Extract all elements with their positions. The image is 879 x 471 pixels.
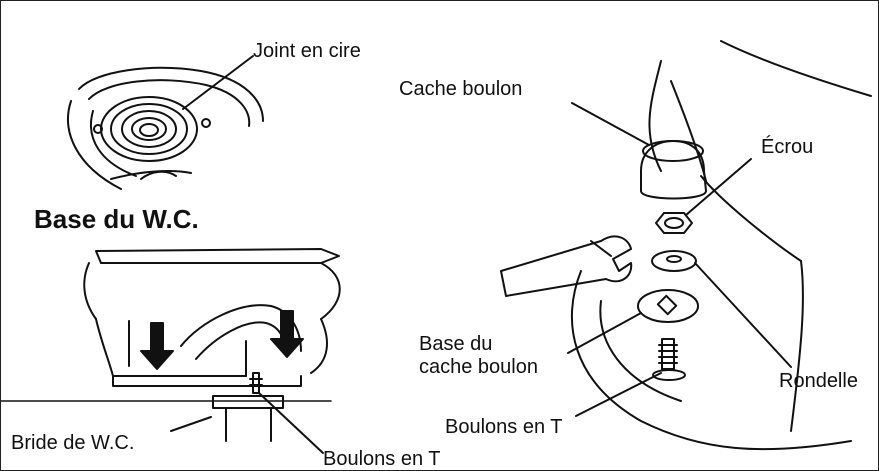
label-base-du-cache-boulon: Base du cache boulon	[419, 333, 538, 378]
label-boulons-en-t-bottom: Boulons en T	[323, 448, 441, 470]
leader-base-cache-boulon	[567, 312, 642, 354]
label-joint-en-cire: Joint en cire	[253, 40, 361, 62]
leader-joint-en-cire	[182, 55, 254, 110]
toilet-base-illustration	[67, 66, 264, 190]
label-rondelle: Rondelle	[779, 370, 858, 392]
bolt-cap-assembly-illustration	[500, 40, 872, 451]
leader-bride	[170, 416, 212, 432]
label-cache-boulon: Cache boulon	[399, 78, 523, 100]
leader-cache-boulon	[571, 102, 650, 146]
label-ecrou: Écrou	[761, 136, 814, 158]
toilet-section-illustration	[1, 248, 341, 442]
label-bride-de-wc: Bride de W.C.	[11, 432, 135, 454]
leader-rondelle	[694, 262, 792, 368]
leader-boulons-right	[575, 372, 662, 417]
label-boulons-en-t-right: Boulons en T	[445, 416, 563, 438]
label-base-du-wc: Base du W.C.	[34, 204, 199, 234]
leader-boulons-bottom	[258, 392, 324, 454]
leader-ecrou	[685, 158, 752, 216]
